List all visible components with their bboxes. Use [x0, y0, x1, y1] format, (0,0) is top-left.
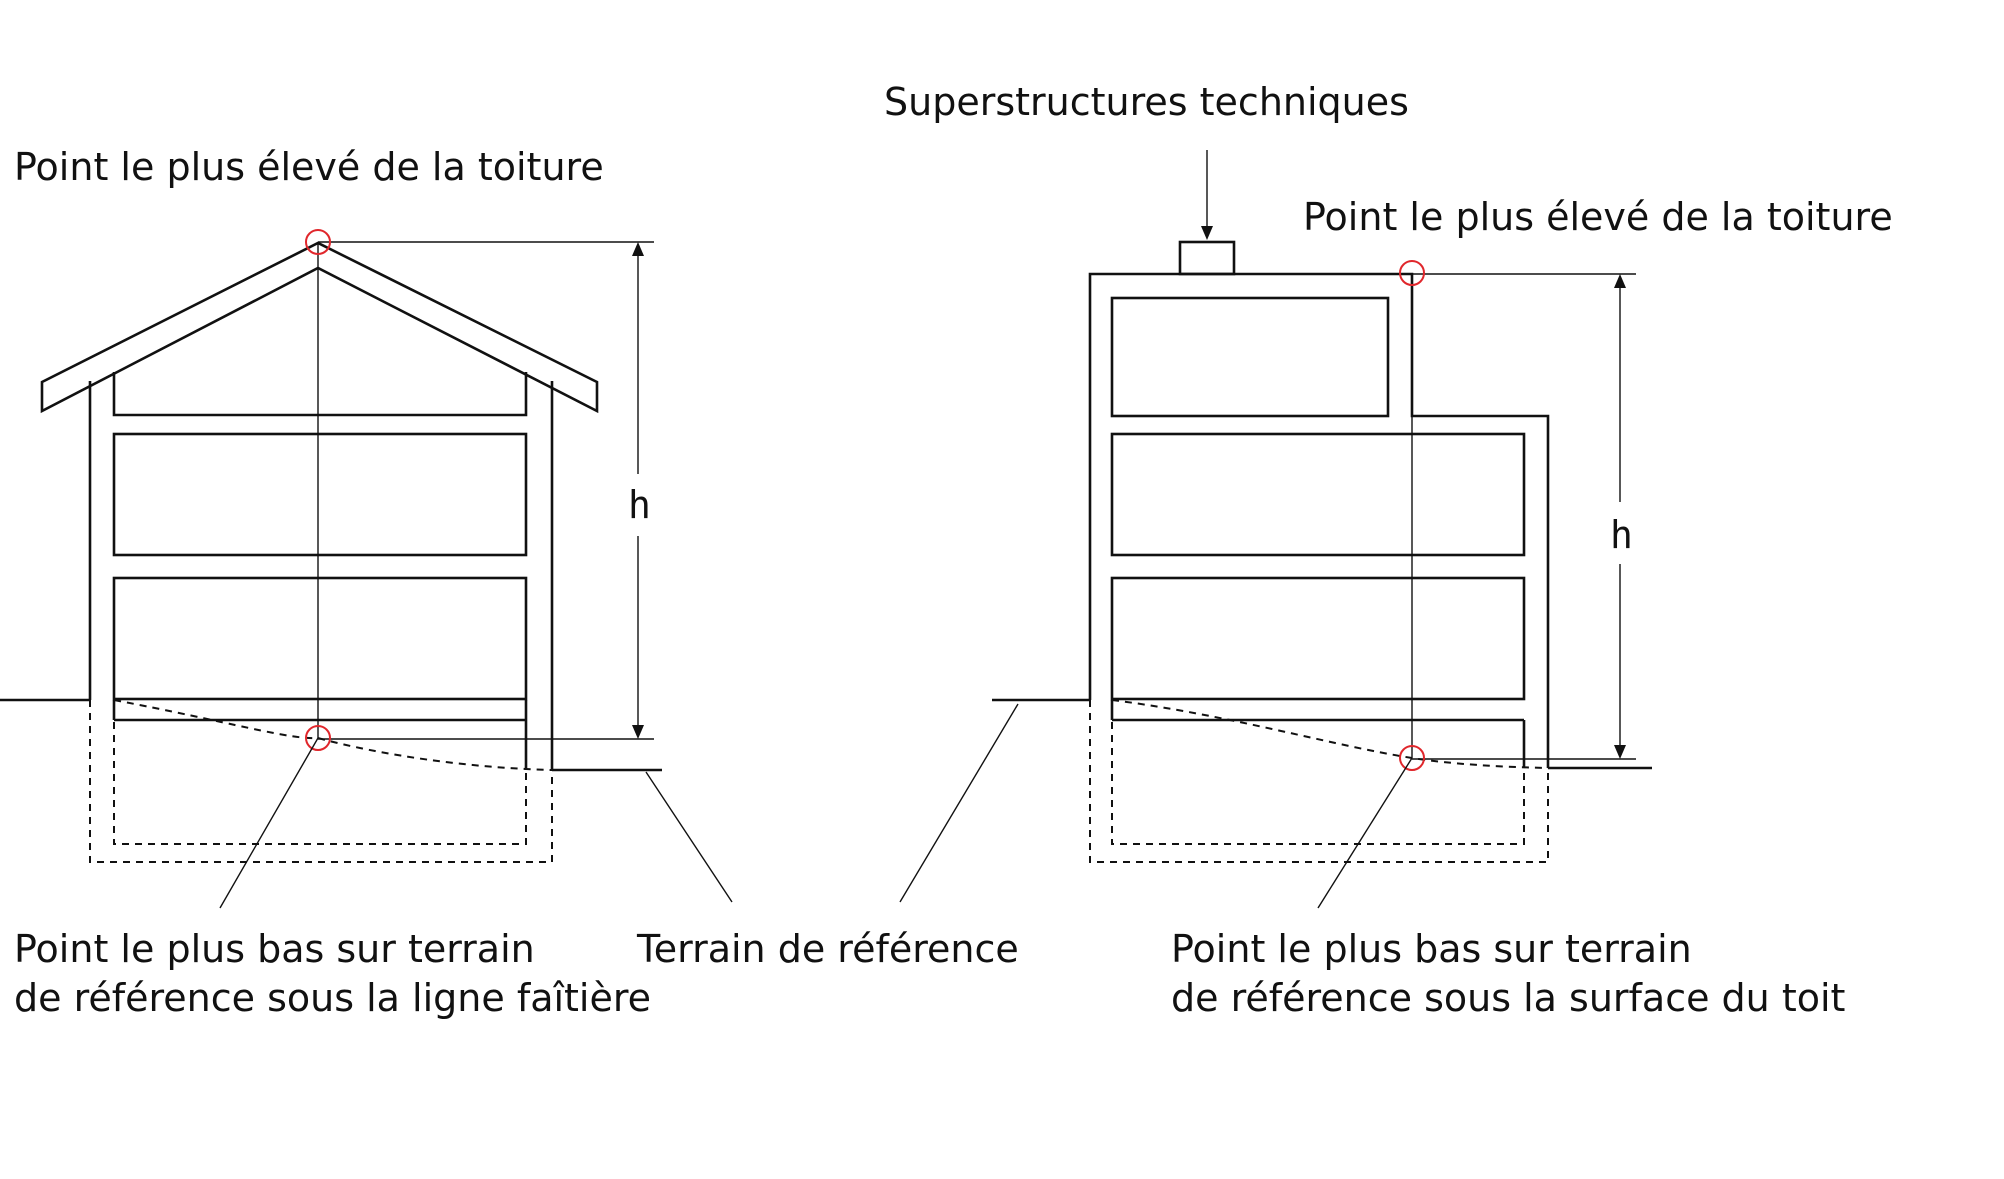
left-dim-arrow-up [632, 242, 644, 256]
left-dim-arrow-down [632, 725, 644, 739]
right-superstructure [1178, 240, 1236, 276]
left-bottom-label-line1: Point le plus bas sur terrain [14, 927, 535, 971]
left-floor-2 [112, 432, 528, 557]
left-basement-outer [89, 700, 553, 863]
right-floor-2 [1110, 432, 1526, 557]
left-floor-1 [112, 576, 528, 701]
terrain-label: Terrain de référence [636, 927, 1019, 971]
left-floor-0-solid [112, 700, 528, 770]
right-dim-arrow-down [1614, 745, 1626, 759]
left-attic-box [112, 372, 528, 417]
superstructures-label: Superstructures techniques [884, 80, 1409, 124]
left-bottom-leader [219, 737, 319, 909]
right-outer-shell [1088, 272, 1550, 768]
right-basement-inner [1111, 722, 1525, 845]
right-basement-outer [1089, 700, 1549, 863]
left-terrain-curve [113, 699, 553, 771]
right-bottom-label-line1: Point le plus bas sur terrain [1171, 927, 1692, 971]
right-building [899, 150, 1652, 909]
right-dim-arrow-up [1614, 274, 1626, 288]
left-bottom-marker [305, 725, 331, 751]
left-top-marker [305, 229, 331, 255]
left-basement-inner [113, 722, 527, 845]
right-floor-0-solid [1110, 700, 1526, 768]
left-roof-outer [40, 241, 599, 414]
right-top-floor [1110, 296, 1390, 418]
left-bottom-label-line2: de référence sous la ligne faîtière [14, 976, 651, 1020]
right-top-marker [1399, 260, 1425, 286]
superstructure-pointer-arrow [1201, 226, 1213, 240]
right-bottom-leader [1317, 757, 1413, 909]
right-terrain-leader [899, 703, 1019, 903]
left-terrain-leader [645, 771, 733, 903]
right-floor-1 [1110, 576, 1526, 701]
right-top-label: Point le plus élevé de la toiture [1303, 195, 1893, 239]
right-height-label: h [1610, 513, 1633, 557]
right-bottom-label-line2: de référence sous la surface du toit [1171, 976, 1845, 1020]
right-terrain-curve [1111, 699, 1549, 769]
left-building [0, 229, 733, 909]
right-bottom-marker [1399, 745, 1425, 771]
left-top-label: Point le plus élevé de la toiture [14, 145, 604, 189]
left-height-label: h [628, 483, 651, 527]
